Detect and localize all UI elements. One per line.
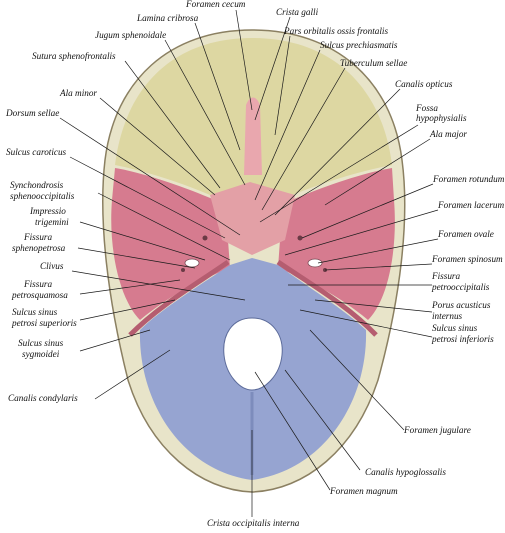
label-foramen-lacerum: Foramen lacerum <box>437 200 504 210</box>
label-fissura-sphenopetrosa-1: Fissura <box>23 232 52 242</box>
leader-sulcus-sinus-sygmoidei-1 <box>79 329 151 352</box>
leader-foramen-magnum <box>254 371 331 491</box>
leader-pars-orbitalis <box>274 35 291 136</box>
foramen-ovale-right <box>307 258 323 268</box>
label-sulcus-sinus-petrosi-superioris-2: petrosi superioris <box>11 318 77 328</box>
label-impressio-1: Impressio <box>29 206 66 216</box>
label-jugum-sphenoidale: Jugum sphenoidale <box>95 30 166 40</box>
petrous-ridge-right <box>276 259 378 337</box>
label-fissura-petrooccipitalis-2: petrooccipitalis <box>431 282 490 292</box>
middle-cranial-fossa-left <box>111 168 230 320</box>
crista-galli-ridge <box>244 97 262 175</box>
label-sulcus-caroticus: Sulcus caroticus <box>6 147 67 157</box>
label-sulcus-sinus-petrosi-superioris-1: Sulcus sinus <box>12 307 58 317</box>
label-sutura-sphenofrontalis: Sutura sphenofrontalis <box>32 51 116 61</box>
leader-impressio-1 <box>79 221 206 261</box>
label-foramen-spinosum: Foramen spinosum <box>431 254 503 264</box>
leader-fissura-petrosquamosa-1 <box>79 279 181 295</box>
label-tuberculum-sellae: Tuberculum sellae <box>340 58 407 68</box>
label-porus-acusticus-2: internus <box>432 311 463 321</box>
foramen-magnum-opening <box>223 317 283 391</box>
sphenoid-body <box>210 182 295 255</box>
leader-jugum-sphenoidale <box>164 39 246 186</box>
label-foramen-cecum: Foramen cecum <box>185 0 246 9</box>
leader-foramen-jugulare <box>309 329 405 431</box>
label-fossa-hypophysialis-2: hypophysialis <box>416 113 467 123</box>
label-foramen-jugulare: Foramen jugulare <box>403 425 471 435</box>
label-porus-acusticus-1: Porus acusticus <box>431 300 491 310</box>
label-crista-occipitalis-interna: Crista occipitalis interna <box>207 518 300 528</box>
leader-ala-minor <box>99 97 216 196</box>
label-sulcus-sinus-sygmoidei-1: Sulcus sinus <box>18 338 64 348</box>
label-clivus: Clivus <box>40 261 64 271</box>
leader-foramen-cecum <box>235 9 253 111</box>
middle-cranial-fossa-right <box>278 168 395 320</box>
leader-synchondrosis-1 <box>97 192 231 261</box>
label-lamina-cribrosa: Lamina cribrosa <box>136 13 199 23</box>
label-ala-minor: Ala minor <box>59 88 97 98</box>
leader-lamina-cribrosa <box>194 22 241 151</box>
label-fissura-sphenopetrosa-2: sphenopetrosa <box>12 243 66 253</box>
leader-canalis-condylaris <box>94 349 171 400</box>
leader-foramen-lacerum <box>284 209 439 256</box>
leader-foramen-ovale <box>317 238 439 264</box>
leader-sulcus-sinus-petrosi-superioris-1 <box>79 299 176 321</box>
label-dorsum-sellae: Dorsum sellae <box>5 108 59 118</box>
label-impressio-2: trigemini <box>35 217 69 227</box>
leader-foramen-rotundum <box>301 183 434 239</box>
leader-dorsum-sellae <box>59 117 241 236</box>
label-crista-galli: Crista galli <box>276 7 319 17</box>
foramen-rotundum-left <box>202 235 208 241</box>
leader-ala-major <box>324 138 431 206</box>
label-sulcus-sinus-petrosi-inferioris-1: Sulcus sinus <box>432 323 478 333</box>
label-foramen-ovale: Foramen ovale <box>437 229 494 239</box>
foramen-spinosum-left <box>181 268 185 272</box>
leader-fossa-hypophysialis-1 <box>259 124 419 223</box>
label-canalis-opticus: Canalis opticus <box>395 79 453 89</box>
leader-crista-galli <box>254 16 291 121</box>
petrous-ridge-left <box>128 259 230 337</box>
label-synchondrosis-2: sphenooccipitalis <box>10 191 75 201</box>
leader-sulcus-caroticus <box>69 156 226 239</box>
label-foramen-magnum: Foramen magnum <box>329 486 398 496</box>
leader-clivus <box>71 270 246 301</box>
foramen-rotundum-right <box>297 235 303 241</box>
leader-lines <box>59 9 439 517</box>
label-synchondrosis-1: Synchondrosis <box>10 180 64 190</box>
leader-canalis-hypoglossalis <box>284 369 361 471</box>
label-sulcus-prechiasmatis: Sulcus prechiasmatis <box>320 40 398 50</box>
label-canalis-condylaris: Canalis condylaris <box>8 393 78 403</box>
label-fissura-petrosquamosa-2: petrosquamosa <box>11 290 68 300</box>
label-ala-major: Ala major <box>429 129 467 139</box>
leader-porus-acusticus-1 <box>314 299 433 313</box>
label-fossa-hypophysialis-1: Fossa <box>415 103 438 113</box>
label-foramen-rotundum: Foramen rotundum <box>432 174 505 184</box>
leader-sulcus-sinus-petrosi-inferioris-1 <box>299 309 433 338</box>
leader-sulcus-prechiasmatis <box>254 49 321 201</box>
leader-sutura-sphenofrontalis <box>124 60 221 189</box>
label-sulcus-sinus-petrosi-inferioris-2: petrosi inferioris <box>431 334 494 344</box>
label-canalis-hypoglossalis: Canalis hypoglossalis <box>365 467 446 477</box>
label-pars-orbitalis: Pars orbitalis ossis frontalis <box>283 26 388 36</box>
label-fissura-petrosquamosa-1: Fissura <box>23 279 52 289</box>
skull-illustration <box>102 29 406 493</box>
label-fissura-petrooccipitalis-1: Fissura <box>431 271 460 281</box>
leader-tuberculum-sellae <box>261 67 346 211</box>
leader-fissura-sphenopetrosa-1 <box>77 247 196 269</box>
leader-foramen-spinosum <box>324 263 433 271</box>
foramen-ovale-left <box>184 258 200 268</box>
leader-canalis-opticus <box>274 88 401 216</box>
label-sulcus-sinus-sygmoidei-2: sygmoidei <box>22 349 60 359</box>
